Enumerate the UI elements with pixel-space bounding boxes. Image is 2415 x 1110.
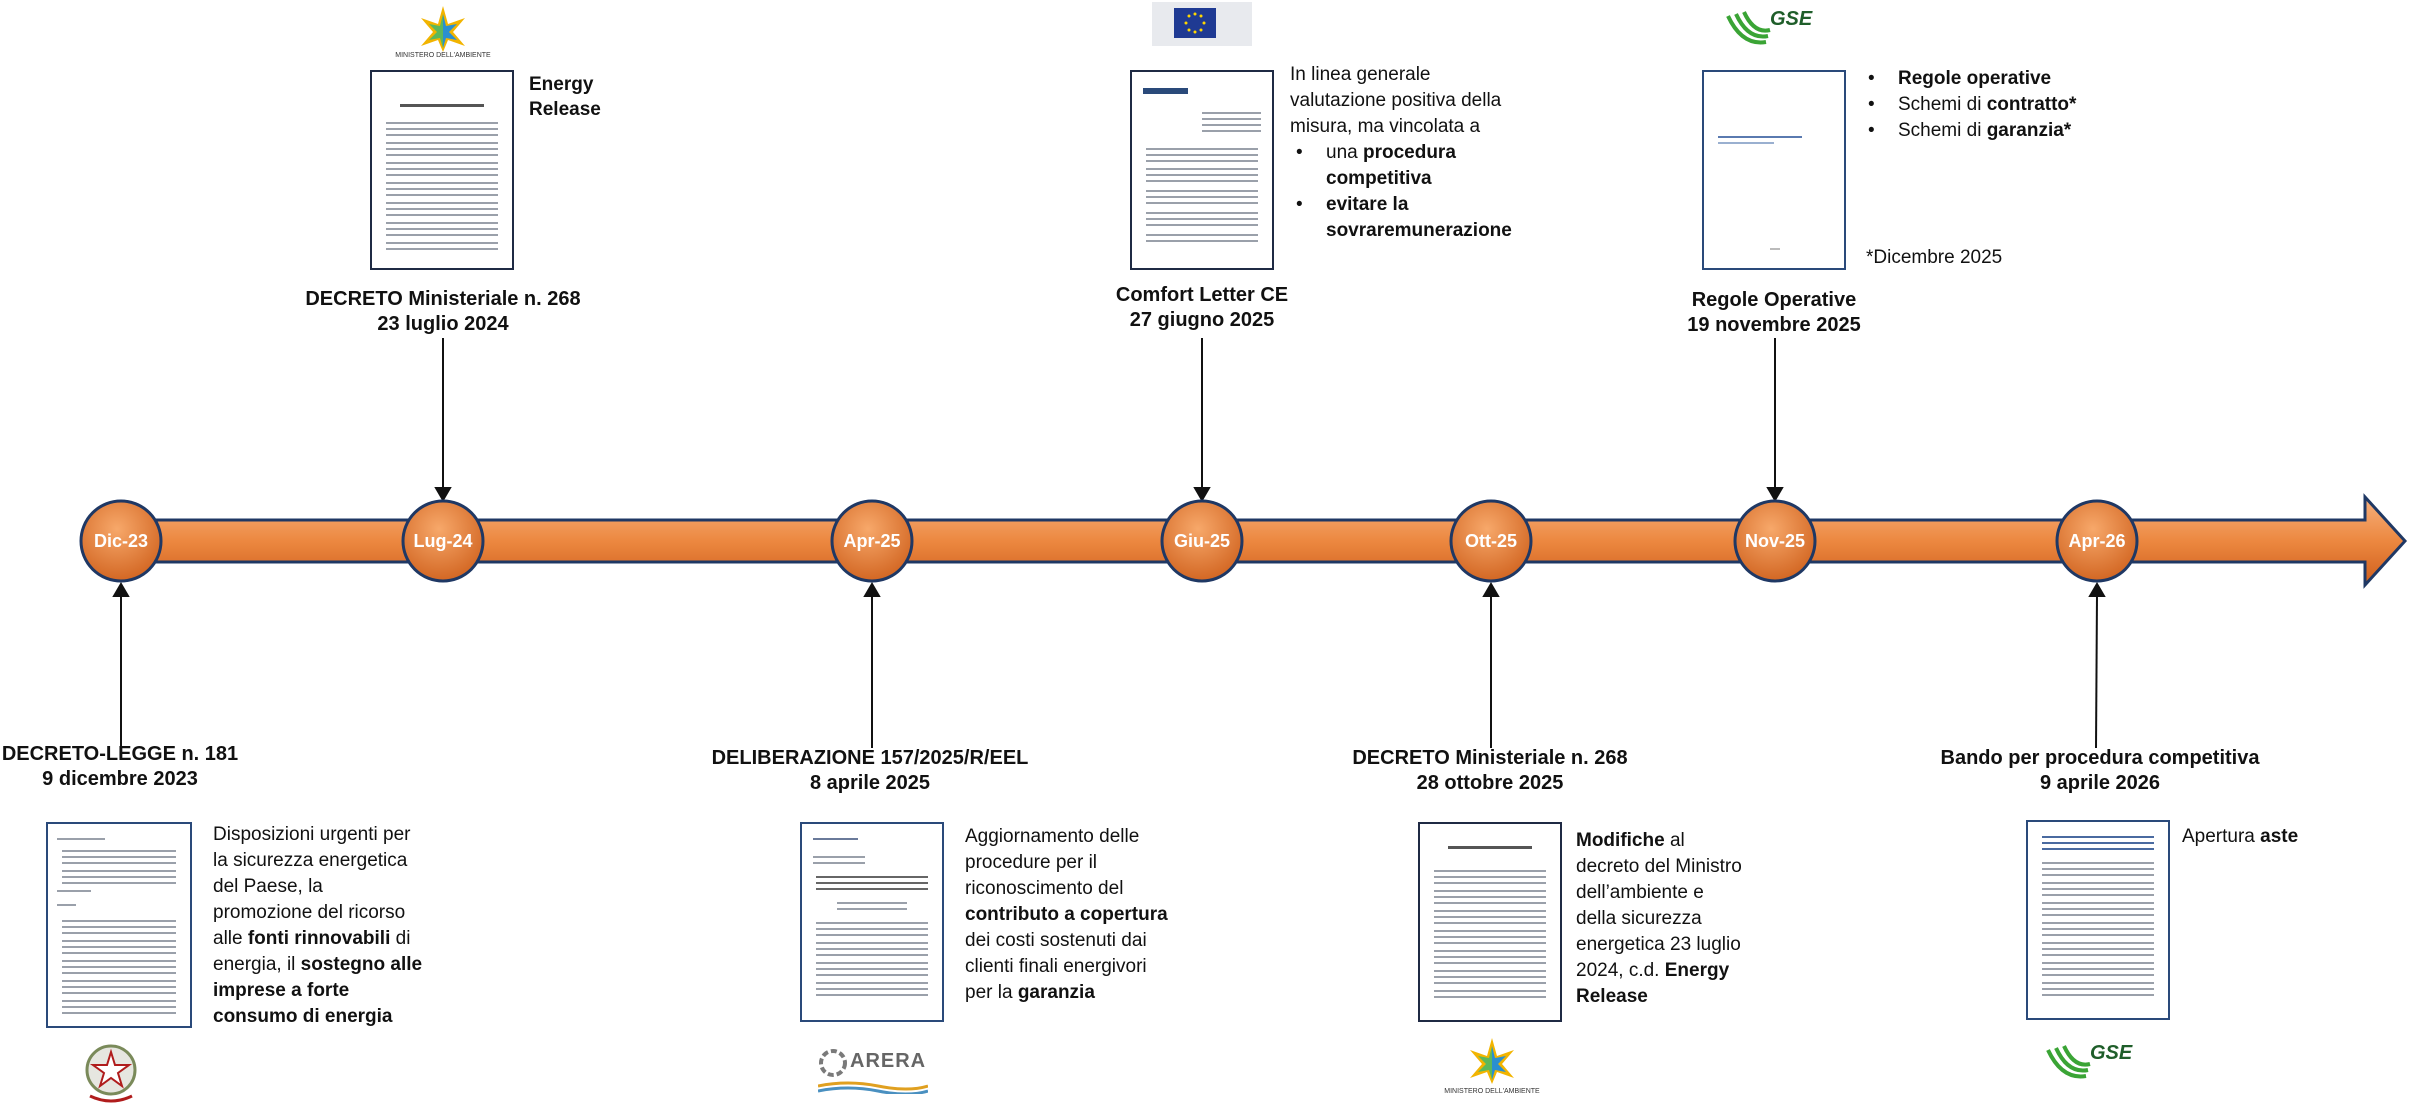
repubblica-emblem-icon <box>85 1044 137 1103</box>
title-dm268-2024: DECRETO Ministeriale n. 268 23 luglio 20… <box>305 288 581 335</box>
document-thumbnail-regole <box>1702 70 1846 270</box>
ministero-star-logo-bottom <box>1470 1038 1514 1084</box>
node-label-lug24: Lug-24 <box>413 531 473 551</box>
document-thumbnail-bando <box>2026 820 2170 1020</box>
arera-logo: ARERA <box>818 1046 928 1094</box>
comfort-letter-description: In linea generale valutazione positiva d… <box>1290 62 1550 244</box>
node-apr25 <box>830 499 914 583</box>
node-nov25 <box>1733 499 1817 583</box>
dm268-2025-description: Modifiche al decreto del Ministro dell’a… <box>1576 830 1742 1007</box>
title-dl181: DECRETO-LEGGE n. 181 9 dicembre 2023 <box>1 743 239 790</box>
document-thumbnail-dm268-2025 <box>1418 822 1562 1022</box>
title-bando: Bando per procedura competitiva 9 aprile… <box>1940 747 2260 794</box>
regole-bullets: Regole operative Schemi di contratto* Sc… <box>1862 66 2122 144</box>
node-label-apr25: Apr-25 <box>843 531 901 551</box>
ministero-star-logo <box>421 6 465 52</box>
node-ott25 <box>1449 499 1533 583</box>
bando-description: Apertura aste <box>2182 826 2299 847</box>
title-dm268-2025: DECRETO Ministeriale n. 268 28 ottobre 2… <box>1352 747 1628 794</box>
gse-logo-bottom: GSE <box>2046 1040 2146 1084</box>
node-label-dic23: Dic-23 <box>93 531 149 551</box>
title-delib157: DELIBERAZIONE 157/2025/R/EEL 8 aprile 20… <box>711 747 1029 794</box>
node-label-apr26: Apr-26 <box>2068 531 2126 551</box>
regole-note: *Dicembre 2025 <box>1866 247 2003 268</box>
delib157-description: Aggiornamento delle procedure per il ric… <box>965 826 1168 1003</box>
node-dic23 <box>79 499 163 583</box>
connector-apr26 <box>2095 593 2098 749</box>
ministero-logo-caption: MINISTERO DELL'AMBIENTE <box>395 52 491 59</box>
dl181-description: Disposizioni urgenti per la sicurezza en… <box>213 824 423 1027</box>
title-regole-operative: Regole Operative 19 novembre 2025 <box>1687 289 1861 336</box>
european-commission-logo <box>1152 2 1252 46</box>
node-label-giu25: Giu-25 <box>1173 531 1230 551</box>
document-thumbnail-dl181 <box>46 822 192 1028</box>
gse-logo-top: GSE <box>1726 6 1826 50</box>
energy-release-label: Energy Release <box>529 74 601 120</box>
node-giu25 <box>1160 499 1244 583</box>
node-lug24 <box>401 499 485 583</box>
node-label-nov25: Nov-25 <box>1744 531 1806 551</box>
ministero-logo-caption-bottom: MINISTERO DELL'AMBIENTE <box>1444 1088 1540 1095</box>
timeline-arrow <box>118 493 2408 589</box>
document-thumbnail-delib157 <box>800 822 944 1022</box>
node-apr26 <box>2055 499 2139 583</box>
title-comfort-letter: Comfort Letter CE 27 giugno 2025 <box>1115 284 1289 331</box>
document-thumbnail-dm268-2024 <box>370 70 514 270</box>
node-label-ott25: Ott-25 <box>1464 531 1517 551</box>
document-thumbnail-comfort-letter <box>1130 70 1274 270</box>
